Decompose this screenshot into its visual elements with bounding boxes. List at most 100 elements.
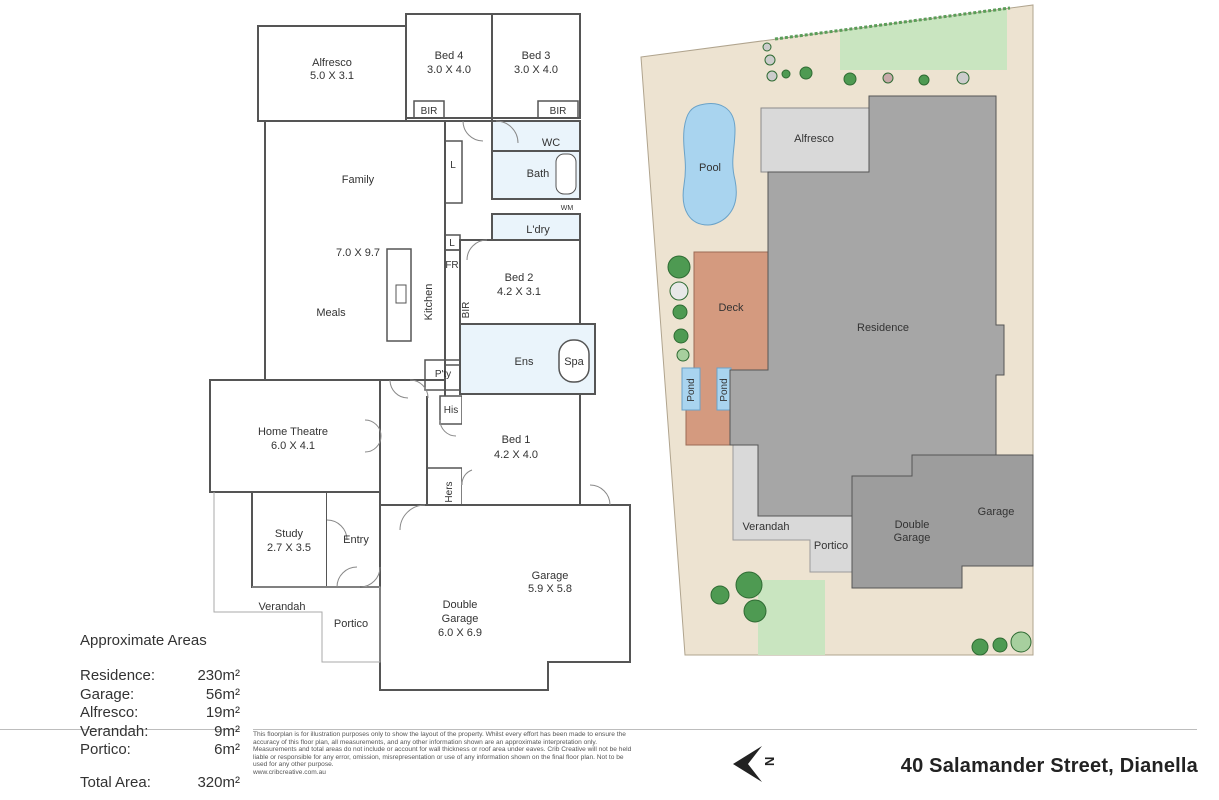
- portico-label: Portico: [334, 618, 368, 630]
- bed2-dims: 4.2 X 3.1: [497, 286, 541, 298]
- bed4-label: Bed 4: [435, 50, 464, 62]
- home-theatre-label: Home Theatre: [258, 426, 328, 438]
- site-double-garage-label-1: Double: [895, 519, 930, 531]
- front-lawn: [758, 580, 825, 655]
- study-dims: 2.7 X 3.5: [267, 542, 311, 554]
- garage-label: Garage: [532, 570, 569, 582]
- area-value: 9m²: [214, 722, 240, 740]
- double-garage-dims: 6.0 X 6.9: [438, 627, 482, 639]
- bed2-label: Bed 2: [505, 272, 534, 284]
- linen2-label: L: [449, 238, 455, 249]
- wm-label: WM: [561, 205, 574, 212]
- site-pond2-label: Pond: [719, 378, 730, 401]
- bed1-dims: 4.2 X 4.0: [494, 449, 538, 461]
- bed4-dims: 3.0 X 4.0: [427, 64, 471, 76]
- site-pool-label: Pool: [699, 162, 721, 174]
- area-row-total: Total Area: 320m²: [80, 774, 240, 793]
- bed1-label: Bed 1: [502, 434, 531, 446]
- linen1-label: L: [450, 160, 456, 171]
- family-dims: 7.0 X 9.7: [336, 247, 380, 259]
- bed2-room: [459, 239, 581, 325]
- laundry-room: [491, 213, 581, 241]
- ensuite-label: Ens: [515, 356, 534, 368]
- disclaimer-text: This floorplan is for illustration purpo…: [253, 731, 632, 769]
- linen2-box: [444, 234, 461, 251]
- area-value: 320m²: [197, 773, 240, 791]
- kitchen-label: Kitchen: [423, 284, 435, 321]
- back-lawn: [840, 9, 1007, 70]
- pond-1: [681, 367, 701, 411]
- site-verandah-label: Verandah: [742, 521, 789, 533]
- double-garage-label-2: Garage: [442, 613, 479, 625]
- spa-tub: [558, 339, 590, 383]
- his-label: His: [444, 405, 458, 416]
- footer-divider-right: [253, 729, 1197, 730]
- area-label: Portico:: [80, 741, 131, 758]
- sink: [395, 284, 407, 304]
- verandah-area: [213, 492, 381, 663]
- pantry-label: P'ty: [435, 369, 451, 380]
- footer-divider-left: [0, 729, 240, 730]
- site-pond1-label: Pond: [686, 378, 697, 401]
- compass-letter: N: [762, 757, 777, 766]
- bir1-box: [413, 100, 445, 119]
- linen1-box: [444, 140, 463, 204]
- bed3-dims: 3.0 X 4.0: [514, 64, 558, 76]
- alfresco-dims: 5.0 X 3.1: [310, 70, 354, 82]
- site-alfresco-label: Alfresco: [794, 133, 834, 145]
- floor-plan: [209, 13, 631, 691]
- garage-room: [379, 504, 631, 691]
- area-label: Total Area:: [80, 773, 151, 791]
- area-value: 56m²: [205, 685, 240, 703]
- verandah-label: Verandah: [258, 601, 305, 613]
- area-value: 6m²: [214, 741, 240, 758]
- property-address: 40 Salamander Street, Dianella: [900, 755, 1198, 777]
- kitchen-island: [386, 248, 412, 342]
- bed3-label: Bed 3: [522, 50, 551, 62]
- laundry-label: L'dry: [526, 224, 550, 236]
- site-plan-labels: Alfresco Pool Deck Residence Pond Pond V…: [686, 133, 1014, 552]
- area-label: Garage:: [80, 685, 135, 703]
- door-swings: [326, 120, 611, 588]
- shrubs: [667, 42, 1032, 656]
- areas-title: Approximate Areas: [80, 632, 207, 649]
- bath-label: Bath: [527, 168, 550, 180]
- home-theatre-dims: 6.0 X 4.1: [271, 440, 315, 452]
- site-plan: [640, 4, 1034, 656]
- home-theatre-room: [209, 379, 381, 493]
- garage-dims: 5.9 X 5.8: [528, 583, 572, 595]
- area-row-portico: Portico: 6m²: [80, 741, 240, 760]
- area-row-alfresco: Alfresco:19m²: [80, 704, 240, 723]
- fridge-label: FR: [445, 260, 458, 271]
- pantry-room: [424, 359, 461, 391]
- alfresco-label: Alfresco: [312, 57, 352, 69]
- entry-label: Entry: [343, 534, 369, 546]
- area-row-residence: Residence:230m²: [80, 667, 240, 686]
- approximate-areas: Approximate Areas Residence:230m² Garage…: [80, 632, 240, 792]
- meals-label: Meals: [316, 307, 346, 319]
- bir2-box: [537, 100, 579, 119]
- pool: [682, 103, 737, 226]
- site-double-garage-label-2: Garage: [894, 532, 931, 544]
- family-label: Family: [342, 174, 375, 186]
- area-value: 230m²: [197, 667, 240, 684]
- bath-tub: [555, 153, 577, 195]
- floor-plan-labels: Alfresco 5.0 X 3.1 Bed 4 3.0 X 4.0 Bed 3…: [258, 50, 585, 639]
- site-deck-label: Deck: [718, 302, 744, 314]
- area-label: Verandah:: [80, 722, 149, 740]
- website-text: www.cribcreative.com.au: [253, 768, 326, 776]
- area-row-verandah: Verandah: 9m²: [80, 723, 240, 742]
- site-garage: [851, 454, 1034, 589]
- bir3-label: BIR: [461, 302, 472, 319]
- area-value: 19m²: [205, 704, 240, 721]
- wc-label: WC: [542, 137, 560, 149]
- compass-icon: N: [733, 746, 777, 782]
- spa-label: Spa: [564, 356, 584, 368]
- disclaimer: This floorplan is for illustration purpo…: [253, 731, 633, 777]
- double-garage-label-1: Double: [443, 599, 478, 611]
- wc-room: [491, 120, 581, 152]
- study-label: Study: [275, 528, 304, 540]
- site-residence-label: Residence: [857, 322, 909, 334]
- hers-label: Hers: [444, 481, 455, 502]
